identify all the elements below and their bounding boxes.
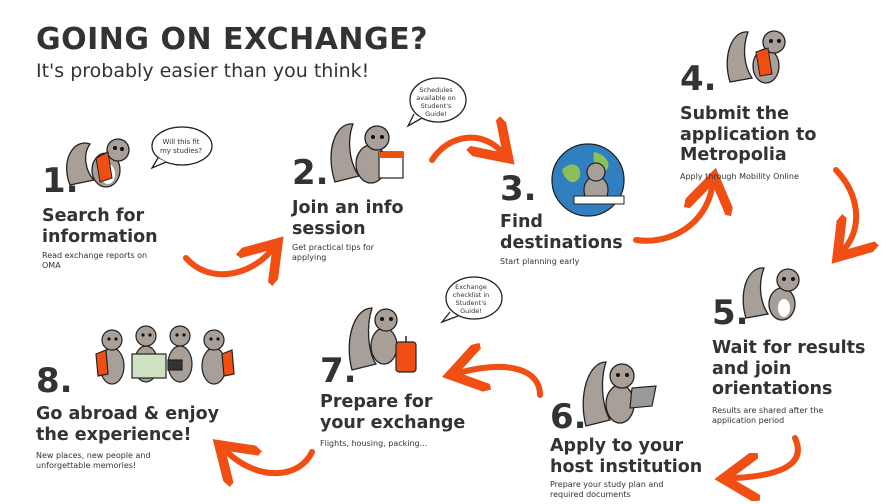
bubble-text: Schedules available on Student's Guide! xyxy=(416,85,456,119)
step-number: 1. xyxy=(42,161,79,201)
step-description: Apply through Mobility Online xyxy=(680,171,799,181)
page-subtitle: It's probably easier than you think! xyxy=(36,60,370,82)
step-number: 2. xyxy=(292,153,329,193)
arrow-3-to-4 xyxy=(633,188,712,244)
bubble-text: Will this fit my studies? xyxy=(159,138,203,155)
arrow-1-to-2 xyxy=(183,252,270,274)
arrow-6-to-7 xyxy=(462,367,543,398)
speech-bubble-step-1: Will this fit my studies? xyxy=(148,124,214,170)
step-description: Flights, housing, packing... xyxy=(320,439,428,449)
arrow-4-to-5 xyxy=(836,167,856,248)
bubble-text: Exchange checklist in Student's Guide! xyxy=(452,282,490,316)
squirrel-suitcase-icon xyxy=(348,307,417,373)
step-description: Start planning early xyxy=(500,257,580,267)
step-number: 5. xyxy=(712,293,749,333)
step-number: 7. xyxy=(320,351,357,391)
step-number: 6. xyxy=(550,397,587,437)
squirrel-calendar-icon xyxy=(330,123,404,184)
squirrel-envelope-icon xyxy=(726,30,786,84)
squirrel-group-icon xyxy=(95,325,235,385)
page-title: GOING ON EXCHANGE? xyxy=(36,22,429,57)
step-number: 3. xyxy=(500,169,537,209)
speech-bubble-step-7: Exchange checklist in Student's Guide! xyxy=(438,274,504,324)
speech-bubble-step-2: Schedules available on Student's Guide! xyxy=(404,76,468,128)
step-number: 8. xyxy=(36,361,73,401)
arrow-5-to-6 xyxy=(735,435,801,478)
arrow-7-to-8 xyxy=(228,452,315,473)
squirrel-waiting-icon xyxy=(742,267,800,321)
squirrel-globe-icon xyxy=(551,143,625,217)
arrow-2-to-3 xyxy=(429,138,500,160)
step-number: 4. xyxy=(680,59,717,99)
squirrel-backpack-icon xyxy=(65,138,130,188)
squirrel-laptop-icon xyxy=(582,361,657,427)
